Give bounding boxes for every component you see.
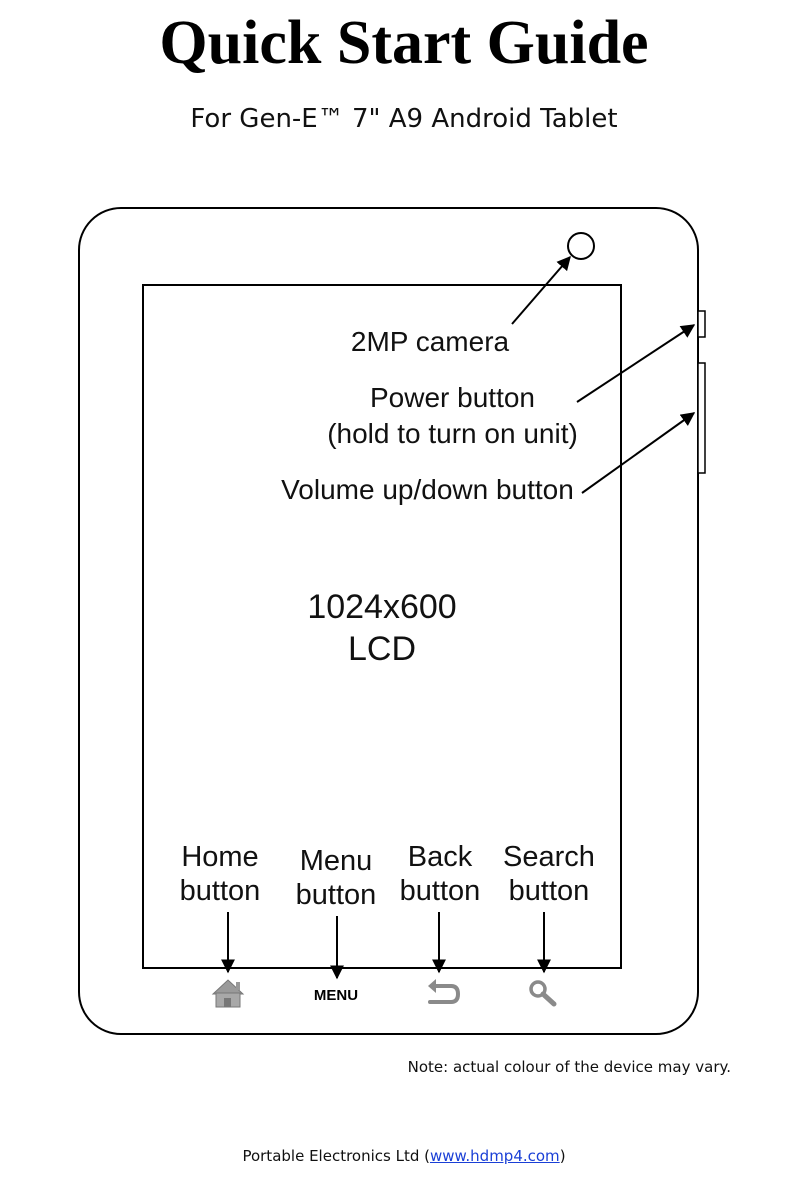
menu-key: MENU [313,987,359,1004]
camera-arrow [511,255,571,325]
power-button-side [697,310,706,338]
home-label-line1: Home [181,841,259,873]
back-arrow-icon [428,979,461,1004]
home-icon [211,979,245,1008]
back-label-line1: Back [407,841,473,873]
power-label-line2: (hold to turn on unit) [327,418,578,449]
tablet-screen [142,284,622,969]
menu-label-line2: button [295,879,377,911]
lcd-resolution: 1024x600 [307,588,457,626]
volume-button-label: Volume up/down button [281,474,574,505]
lcd-label: 1024x600 LCD [282,586,482,670]
menu-button-label: Menu button [276,844,396,912]
home-button-label: Home button [160,840,280,908]
tablet-body [78,207,699,1035]
search-label-line1: Search [503,841,595,873]
colour-note: Note: actual colour of the device may va… [407,1058,731,1076]
search-label-line2: button [508,875,590,907]
power-button-label: Power button (hold to turn on unit) [300,380,605,452]
website-link[interactable]: www.hdmp4.com [429,1147,560,1165]
footer-close: ) [559,1147,566,1165]
lcd-type: LCD [347,630,417,668]
power-arrow [576,324,696,403]
back-button-label: Back button [380,840,500,908]
volume-button-side [697,362,706,474]
page-subtitle: For Gen-E™ 7" A9 Android Tablet [190,104,618,134]
page-title: Quick Start Guide [159,9,649,77]
footer: Portable Electronics Ltd (www.hdmp4.com) [0,1147,808,1165]
power-label-line1: Power button [370,382,535,413]
footer-company: Portable Electronics Ltd ( [242,1147,430,1165]
menu-label-line1: Menu [299,845,373,877]
search-icon [529,980,557,1007]
volume-arrow [581,412,696,494]
camera-label: 2MP camera [350,326,510,357]
home-label-line2: button [179,875,261,907]
back-label-line2: button [399,875,481,907]
search-button-label: Search button [484,840,614,908]
camera-lens [567,232,595,260]
